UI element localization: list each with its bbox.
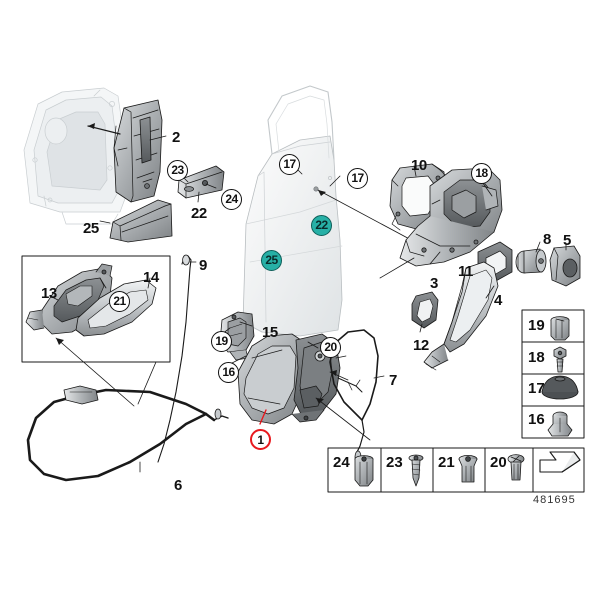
countersunk-screw-icon xyxy=(458,454,478,483)
leader-21 xyxy=(99,277,107,289)
label-6: 6 xyxy=(174,477,182,494)
leader-1 xyxy=(259,409,267,425)
label-2: 2 xyxy=(172,129,180,146)
dome-plug-icon xyxy=(541,375,579,400)
leader-10 xyxy=(413,165,417,177)
part-18-lock-assembly xyxy=(399,167,503,267)
leader-8 xyxy=(535,241,541,253)
label-8: 8 xyxy=(543,231,551,248)
expanding-nut-icon xyxy=(354,455,374,487)
label-12: 12 xyxy=(413,337,429,354)
label-4: 4 xyxy=(494,292,502,309)
label-13: 13 xyxy=(41,285,57,302)
leader-latch-to-fastener xyxy=(315,397,371,441)
part-4-exterior-handle xyxy=(423,261,499,371)
leader-24 xyxy=(205,183,217,189)
leader-4 xyxy=(485,285,495,299)
label-15: 15 xyxy=(262,324,278,341)
label-22: 22 xyxy=(191,205,207,222)
callout-17-right[interactable]: 17 xyxy=(347,168,368,189)
leader-13 xyxy=(49,295,59,301)
leader-14 xyxy=(147,277,151,289)
tapping-screw-icon xyxy=(408,454,424,487)
legend-right-cell-19: 19 xyxy=(528,317,545,334)
part-8-lock-barrel xyxy=(515,248,547,274)
leader-22b xyxy=(197,191,200,203)
legend-right-cell-16: 16 xyxy=(528,411,545,428)
legend-bottom-cell-24: 24 xyxy=(333,454,350,471)
part-22-bracket xyxy=(177,165,225,199)
callout-16[interactable]: 16 xyxy=(218,362,239,383)
legend-bottom-frame xyxy=(327,447,585,493)
part-6-bowden-cable xyxy=(26,385,229,482)
callout-22-marker[interactable]: 22 xyxy=(311,215,332,236)
leader-2 xyxy=(149,135,167,141)
diagram-id: 481695 xyxy=(533,494,576,506)
legend-bottom-cell-21: 21 xyxy=(438,454,455,471)
legend-right-cell-17: 17 xyxy=(528,380,545,397)
callout-24[interactable]: 24 xyxy=(221,189,242,210)
label-5: 5 xyxy=(563,232,571,249)
flat-head-screw-icon xyxy=(550,316,570,341)
legend-right-frame xyxy=(521,309,585,439)
direction-arrow-icon xyxy=(539,451,581,473)
leader-box-a xyxy=(55,337,135,407)
part-9-operating-rod xyxy=(157,254,192,463)
callout-17-left[interactable]: 17 xyxy=(279,154,300,175)
leader-3b xyxy=(379,257,415,279)
label-9: 9 xyxy=(199,257,207,274)
interior-handle-panel xyxy=(21,255,171,363)
legend-bottom-cell-20: 20 xyxy=(490,454,507,471)
leader-25b xyxy=(99,220,111,224)
leader-7 xyxy=(373,375,385,379)
callout-20[interactable]: 20 xyxy=(320,337,341,358)
part-5-cylinder-cap xyxy=(549,245,581,287)
leader-3 xyxy=(429,251,441,265)
label-7: 7 xyxy=(389,372,397,389)
callout-25-marker[interactable]: 25 xyxy=(261,250,282,271)
legend-right-cell-18: 18 xyxy=(528,349,545,366)
leader-15 xyxy=(239,321,253,327)
door-inner-shell xyxy=(23,87,127,225)
legend-bottom-cell-23: 23 xyxy=(386,454,403,471)
callout-21[interactable]: 21 xyxy=(109,291,130,312)
leader-box-b xyxy=(137,361,157,405)
label-10: 10 xyxy=(411,157,427,174)
leader-12 xyxy=(419,323,423,333)
leader-17b xyxy=(329,175,341,187)
label-3: 3 xyxy=(430,275,438,292)
label-14: 14 xyxy=(143,269,159,286)
label-25: 25 xyxy=(83,220,99,237)
hex-bolt-icon xyxy=(553,346,567,373)
pan-head-screw-icon xyxy=(507,454,525,481)
part-2-lock-module xyxy=(113,99,163,203)
callout-23[interactable]: 23 xyxy=(167,160,188,181)
door-outer-skin xyxy=(242,85,343,337)
part-25-cover xyxy=(109,199,173,243)
expanding-clip-icon xyxy=(547,411,573,437)
leader-20 xyxy=(307,341,319,349)
part-12-cover-cap xyxy=(411,291,439,329)
callout-18[interactable]: 18 xyxy=(471,163,492,184)
label-11: 11 xyxy=(458,263,473,280)
callout-19[interactable]: 19 xyxy=(211,331,232,352)
callout-1[interactable]: 1 xyxy=(250,429,271,450)
